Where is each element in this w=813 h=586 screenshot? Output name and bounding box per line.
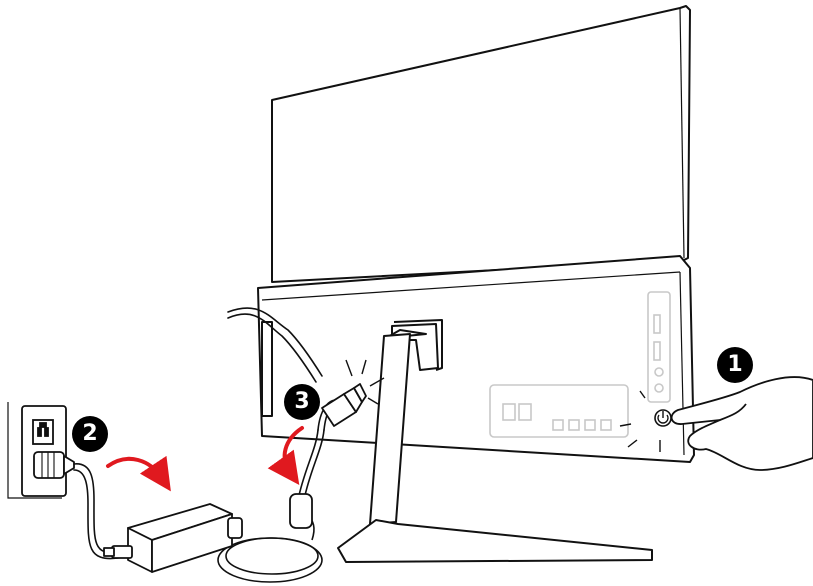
- step-1-badge: 1: [717, 347, 753, 383]
- power-adapter-icon: [103, 503, 243, 573]
- arrow-step-2: [106, 455, 171, 492]
- step-3-badge: 3: [284, 384, 320, 420]
- dc-plug-icon: [321, 359, 385, 427]
- wall-outlet-icon: [7, 402, 67, 499]
- ferrite-core: [289, 493, 313, 529]
- arrow-step-3: [267, 426, 304, 486]
- hand-icon: [670, 376, 813, 471]
- monitor-stand: [337, 319, 653, 563]
- io-port-panel: [489, 291, 671, 438]
- step-arrows: [106, 426, 304, 492]
- step-2-badge: 2: [72, 416, 108, 452]
- computer-body: [257, 255, 695, 463]
- wall-plug: [33, 451, 75, 479]
- monitor-screen: [271, 5, 691, 283]
